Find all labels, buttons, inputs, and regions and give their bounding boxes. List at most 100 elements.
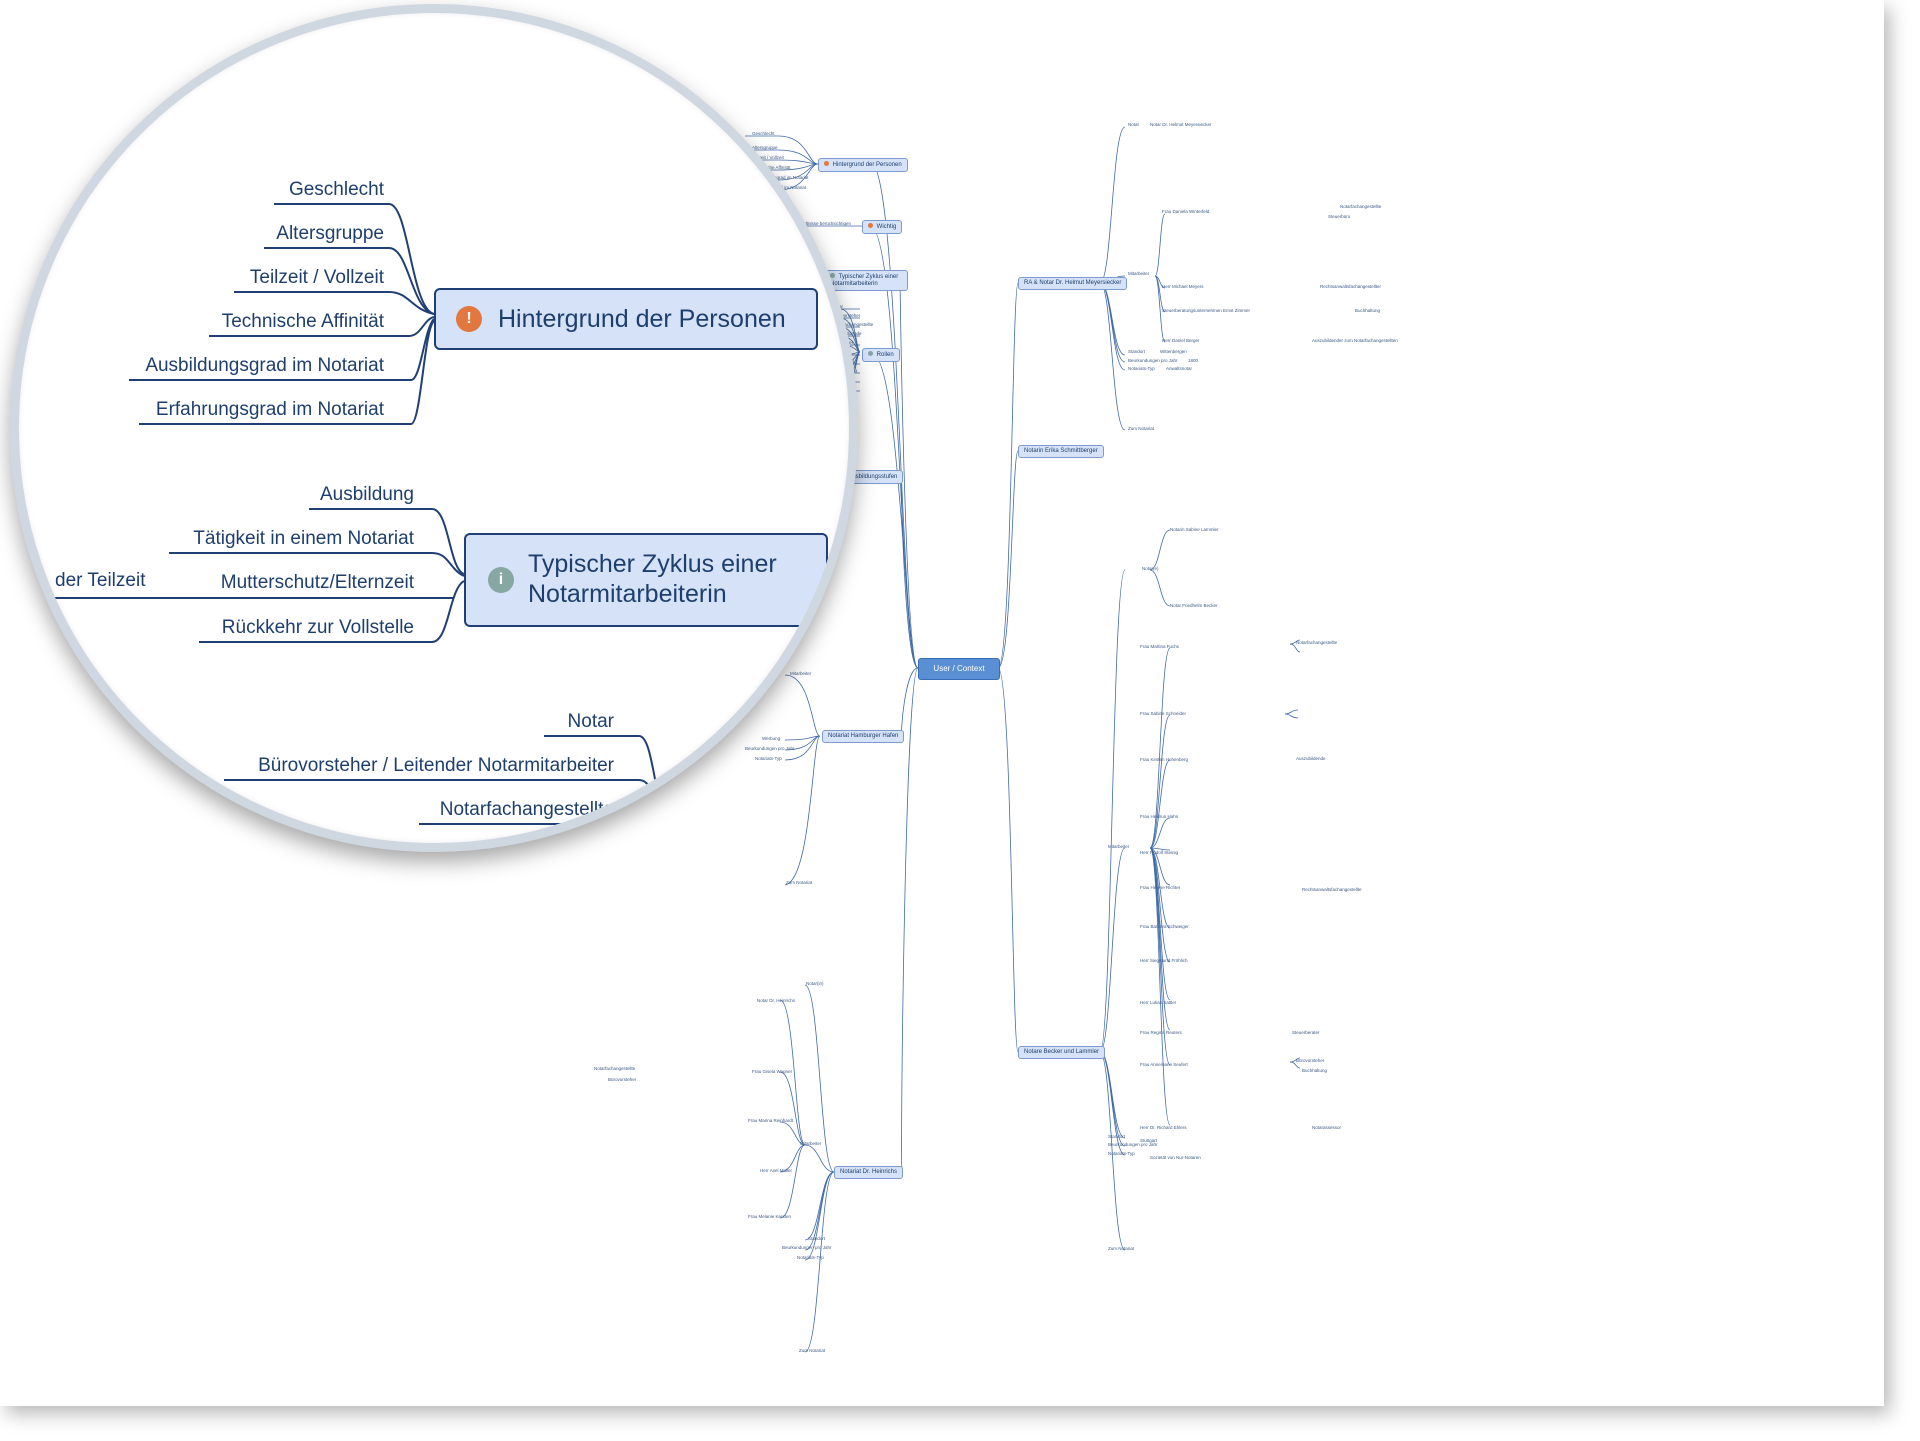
topic-zyklus[interactable]: Typischer Zyklus einer Notarmitarbeiteri… xyxy=(824,270,908,291)
leaf-label: Zum Notariat xyxy=(799,1348,826,1353)
leaf-label: Steuerberatungsunternehmen Ernst Zimmer xyxy=(1162,308,1251,313)
leaf-label: Verhältnisse berücksichtigen xyxy=(794,221,852,226)
info-icon xyxy=(868,351,873,356)
leaf-label: Herr Daniel Berger xyxy=(1162,338,1200,343)
leaf-label: Bürovorsteher xyxy=(832,313,861,318)
leaf-label: Frau Heidrun Hahn xyxy=(1140,814,1179,819)
info-icon xyxy=(830,273,835,278)
leaf-label: Stuttgart xyxy=(1140,1138,1158,1143)
leaf-label: 1800 xyxy=(1188,358,1199,363)
leaf-label: Frau Martina Fuchs xyxy=(1140,644,1180,649)
leaf-label: Beurkundungen pro Jahr xyxy=(782,1245,832,1250)
central-topic[interactable]: User / Context xyxy=(918,658,1000,680)
topic-label: Hintergrund der Personen xyxy=(832,162,902,168)
leaf-label: Wittenbergen xyxy=(1160,349,1187,354)
leaf-label: Ausbildungsgrad im Notariat xyxy=(752,175,809,180)
mindmap-canvas: User / Context Hintergrund der Personen … xyxy=(10,4,1398,1353)
leaf-label: Beurkundungen pro Jahr xyxy=(1108,1142,1158,1147)
leaf-label: Zum Notariat xyxy=(1108,1246,1135,1251)
leaf-label: Notariats-Typ xyxy=(797,1255,824,1260)
leaf-label: Notarfachangestellte xyxy=(594,1066,636,1071)
topic-meyersiecker[interactable]: RA & Notar Dr. Helmut Meyersiecker xyxy=(1018,277,1128,290)
topic-label: Notariat Hamburger Hafen xyxy=(828,733,899,739)
leaf-label: Frau Melanie Kersten xyxy=(748,1214,792,1219)
leaf-label: Auszubildende xyxy=(1296,756,1326,761)
leaf-label: Werbung xyxy=(762,736,781,741)
topic-notariat-hafen[interactable]: Notariat Hamburger Hafen xyxy=(822,730,905,743)
leaf-label: Standort xyxy=(1128,349,1146,354)
leaf-label: Altersgruppe xyxy=(752,145,778,150)
leaf-label: Mitarbeiter xyxy=(1108,844,1130,849)
leaf-label: Buchhaltung xyxy=(1302,1068,1328,1073)
lens-leaf: Erfahrungsgrad im Notariat xyxy=(155,399,384,420)
magnifier-lens: Geschlecht Altersgruppe Teilzeit / Vollz… xyxy=(10,4,858,852)
lens-topic-label: Typischer Zyklus einer Notarmitarbeiteri… xyxy=(528,550,777,608)
leaf-label: Frau Sabine Schneider xyxy=(1140,711,1187,716)
lens-leaf: Technische Affinität xyxy=(221,311,384,332)
warning-icon xyxy=(824,161,829,166)
topic-wichtig[interactable]: Wichtig xyxy=(862,220,903,234)
topic-label: Rollen xyxy=(876,352,894,358)
leaf-label: Mitarbeiter xyxy=(800,1141,822,1146)
leaf-label: Notar(in) xyxy=(806,981,824,986)
leaf-label: Mitarbeiter xyxy=(790,671,812,676)
topic-becker-lammler[interactable]: Notare Becker und Lammler xyxy=(1018,1046,1106,1059)
leaf-label: Frau Annemarie Seufert xyxy=(1140,1062,1188,1067)
leaf-label: Mitarbeiter xyxy=(1128,271,1150,276)
leaf-label: Sozietät von Nur-Notaren xyxy=(1150,1155,1201,1160)
leaf-label: Notar Dr. Helmut Meyersiecker xyxy=(1150,122,1212,127)
leaf-label: Teilzeit / Vollzeit xyxy=(752,155,784,160)
leaf-label: Frau Regina Reuters xyxy=(1140,1030,1182,1035)
lens-leaf: Altersgruppe xyxy=(276,223,384,244)
leaf-label: Zum Notariat xyxy=(786,880,813,885)
warning-icon: ! xyxy=(456,306,482,332)
topic-rollen[interactable]: Rollen xyxy=(862,348,900,362)
leaf-label: Notar Friedhelm Becker xyxy=(1170,603,1218,608)
leaf-label: Bürovorsteher xyxy=(1296,1058,1325,1063)
leaf-label: Frau Gisela Wagner xyxy=(752,1069,793,1074)
leaf-label: Notar(e) xyxy=(1142,566,1159,571)
lens-topic-hintergrund[interactable]: ! Hintergrund der Personen xyxy=(434,288,818,350)
leaf-label: Technische Affinität xyxy=(752,165,791,170)
topic-notariat-heinrichs[interactable]: Notariat Dr. Heinrichs xyxy=(834,1166,904,1179)
topic-label: Ausbildungsstufen xyxy=(848,474,898,480)
leaf-label: Herr Axel Müller xyxy=(760,1168,793,1173)
leaf-label: Notariats-Typ xyxy=(755,756,782,761)
topic-hintergrund[interactable]: Hintergrund der Personen xyxy=(818,158,908,172)
warning-icon xyxy=(868,223,873,228)
leaf-label: Zum Notariat xyxy=(1128,426,1155,431)
lens-leaf: Mutterschutz/Elternzeit xyxy=(220,572,414,593)
leaf-label: Notariats-Typ xyxy=(1128,366,1155,371)
topic-schmittberger[interactable]: Notarin Erika Schmittberger xyxy=(1018,445,1104,458)
leaf-label: Notar xyxy=(1128,122,1140,127)
leaf-label: Standort xyxy=(808,1236,826,1241)
lens-topic-zyklus[interactable]: i Typischer Zyklus einer Notarmitarbeite… xyxy=(464,533,828,627)
lens-role: Bürovorsteher / Leitender Notarmitarbeit… xyxy=(258,755,614,776)
lens-leaf: Ausbildungsgrad im Notariat xyxy=(145,355,384,376)
lens-role: Notarfachangestellte xyxy=(439,799,614,820)
leaf-label: Herr Dr. Richard Ehlers xyxy=(1140,1125,1187,1130)
leaf-label: Frau Marina Reinhardt xyxy=(748,1118,794,1123)
topic-label: RA & Notar Dr. Helmut Meyersiecker xyxy=(1024,280,1122,286)
leaf-label: Standort xyxy=(1108,1134,1126,1139)
leaf-label: Herr Siegmund Fröhlich xyxy=(1140,958,1188,963)
leaf-label: Herr Lukas Sattler xyxy=(1140,1000,1177,1005)
leaf-label: Auszubildender zum Notarfachangestellten xyxy=(1312,338,1398,343)
leaf-label: Herr Rudolf Steinig xyxy=(1140,850,1179,855)
leaf-label: Notarfachangestellte xyxy=(1296,640,1338,645)
leaf-label: Beurkundungen pro Jahr xyxy=(1128,358,1178,363)
topic-label: Wichtig xyxy=(876,224,897,230)
lens-leaf: Rückkehr zur Vollstelle xyxy=(221,617,414,638)
leaf-label: Frau Kirsten Hohenberg xyxy=(1140,757,1189,762)
lens-connectors xyxy=(19,203,830,825)
topic-label: Notarin Erika Schmittberger xyxy=(1024,448,1098,454)
leaf-label: Buchhaltung xyxy=(1355,308,1381,313)
lens-leaf: Geschlecht xyxy=(288,179,384,200)
leaf-label: Frau Helene Richter xyxy=(1140,885,1181,890)
leaf-label: Notarfachangestellte xyxy=(1340,204,1382,209)
info-icon: i xyxy=(488,567,514,593)
leaf-label: Bürovorsteher xyxy=(608,1077,637,1082)
leaf-label: Notariats-Typ xyxy=(1108,1151,1135,1156)
lens-leaf: Tätigkeit in einem Notariat xyxy=(193,528,414,549)
leaf-label: Rechtsanwaltsfachangestellter xyxy=(1320,284,1382,289)
